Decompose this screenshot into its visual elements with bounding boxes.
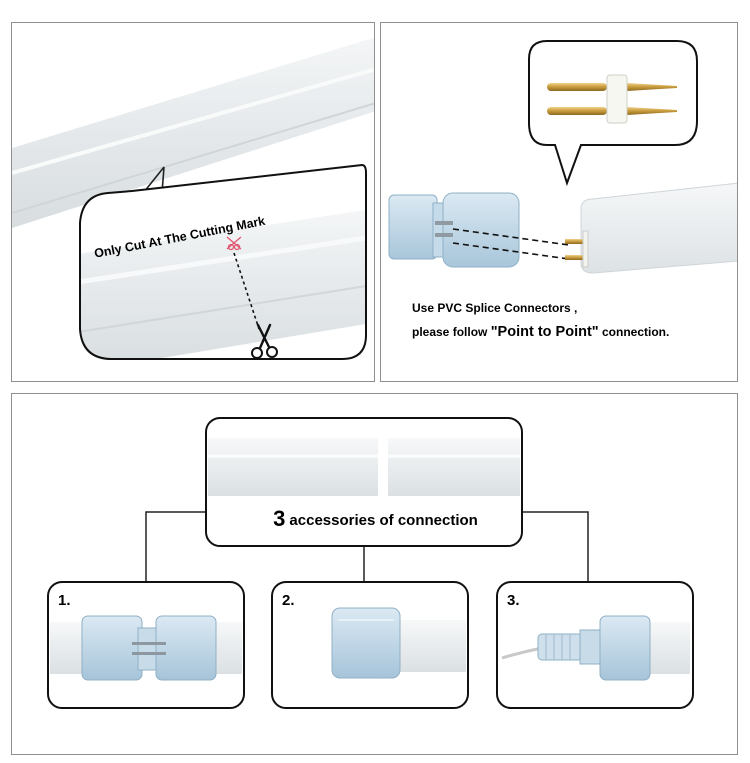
cut-tube-pair bbox=[208, 438, 520, 496]
accessories-count: 3 bbox=[273, 506, 286, 531]
end-cap bbox=[331, 607, 466, 679]
step-number-2: 2. bbox=[282, 592, 295, 609]
line2-prefix: please follow bbox=[412, 325, 491, 339]
zoomed-tube bbox=[80, 165, 366, 359]
cutting-mark-icon bbox=[226, 236, 242, 251]
line2-suffix: connection. bbox=[598, 325, 670, 339]
step-number-3: 3. bbox=[507, 592, 520, 609]
connector-pin bbox=[547, 74, 677, 124]
cutting-illustration bbox=[12, 37, 374, 360]
step-number-1: 1. bbox=[58, 592, 71, 609]
accessories-illustration bbox=[47, 417, 694, 709]
callout-bubble bbox=[79, 163, 367, 360]
connector-tree bbox=[145, 511, 589, 582]
pvc-splice-connector bbox=[388, 192, 520, 268]
splice-instruction-line1: Use PVC Splice Connectors , bbox=[412, 301, 578, 315]
splice-panel: Use PVC Splice Connectors , please follo… bbox=[380, 22, 738, 382]
neon-tube-end bbox=[565, 182, 737, 274]
cutting-panel: Only Cut At The Cutting Mark bbox=[11, 22, 375, 382]
splice-instruction-line2: please follow "Point to Point" connectio… bbox=[412, 324, 669, 340]
neon-tube bbox=[12, 37, 374, 228]
double-connector bbox=[50, 615, 242, 681]
accessories-headline-text: accessories of connection bbox=[289, 512, 478, 529]
splice-illustration bbox=[388, 40, 737, 274]
power-plug-connector bbox=[501, 615, 690, 681]
point-to-point-emphasis: "Point to Point" bbox=[490, 324, 599, 340]
scissors-icon bbox=[251, 323, 278, 359]
